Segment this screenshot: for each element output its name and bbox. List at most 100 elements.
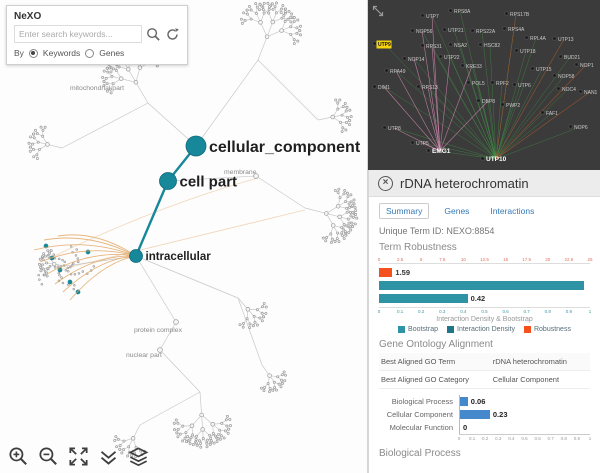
tree-node[interactable] [188, 438, 192, 442]
net-node-glyph-rps8a[interactable] [448, 8, 453, 13]
tree-node[interactable] [130, 454, 134, 458]
net-node-label-pwp2[interactable]: PWP2 [506, 103, 520, 109]
tree-node[interactable] [330, 223, 336, 228]
tree-node[interactable] [280, 373, 284, 377]
tree-node[interactable] [76, 257, 80, 260]
tree-node[interactable] [254, 2, 258, 6]
tree-node[interactable] [338, 196, 342, 200]
tree-node[interactable] [282, 13, 286, 17]
tree-node[interactable] [355, 216, 359, 220]
tree-node[interactable] [58, 274, 61, 277]
tree-node[interactable] [42, 252, 46, 256]
tree-main-node-cellular-component[interactable] [185, 135, 207, 157]
tree-node[interactable] [346, 191, 349, 195]
tree-node[interactable] [262, 1, 266, 5]
net-node-glyph-noc4[interactable] [556, 86, 561, 91]
tree-node[interactable] [36, 140, 40, 144]
net-node-label-utp8[interactable]: UTP8 [388, 126, 401, 132]
tree-node[interactable] [342, 222, 346, 226]
tree-node[interactable] [155, 64, 159, 68]
net-node-label-noc4[interactable]: NOC4 [562, 87, 576, 93]
tree-node[interactable] [275, 1, 278, 5]
tree-node[interactable] [41, 134, 45, 138]
net-node-glyph-nop14[interactable] [402, 56, 407, 61]
tree-node[interactable] [341, 105, 345, 109]
tree-node[interactable] [48, 251, 52, 255]
tree-node[interactable] [240, 21, 244, 25]
tree-node[interactable] [181, 424, 185, 428]
tree-node[interactable] [263, 385, 267, 389]
tree-node[interactable] [349, 115, 353, 119]
tree-node[interactable] [245, 317, 249, 321]
tree-node[interactable] [173, 428, 176, 432]
tree-node[interactable] [183, 436, 187, 440]
net-node-glyph-emg1[interactable] [426, 148, 431, 153]
tree-node[interactable] [63, 260, 67, 264]
tree-node[interactable] [28, 145, 32, 149]
net-node-label-rps4a[interactable]: RPS4A [508, 27, 525, 33]
net-node-label-rps17b[interactable]: RPS17B [510, 12, 530, 18]
tree-node[interactable] [229, 424, 232, 428]
net-node-label-bud21[interactable]: BUD21 [564, 55, 580, 61]
tree-node[interactable] [118, 444, 122, 448]
tree-node[interactable] [245, 12, 249, 16]
tree-node[interactable] [274, 11, 278, 15]
tree-node[interactable] [348, 225, 352, 229]
tree-node[interactable] [122, 439, 126, 443]
tree-node[interactable] [126, 454, 130, 458]
tree-node[interactable] [205, 445, 209, 449]
reset-icon[interactable] [165, 27, 180, 42]
tree-node[interactable] [295, 26, 299, 30]
tree-node[interactable] [130, 436, 136, 441]
tree-node[interactable] [255, 5, 259, 9]
tree-node[interactable] [266, 382, 270, 386]
tree-node[interactable] [324, 211, 329, 216]
tree-node[interactable] [337, 187, 341, 191]
tree-node[interactable] [276, 375, 280, 379]
net-node-glyph-utp13[interactable] [552, 36, 557, 41]
tree-node[interactable] [81, 270, 85, 273]
tree-node[interactable] [345, 210, 349, 214]
tree-node[interactable] [40, 283, 44, 286]
net-node-glyph-pwp2[interactable] [500, 102, 505, 107]
net-node-label-nan1[interactable]: NAN1 [584, 90, 598, 96]
net-node-label-utp22[interactable]: UTP22 [444, 55, 460, 61]
tree-node[interactable] [330, 241, 333, 244]
tree-node[interactable] [48, 265, 52, 268]
tree-node[interactable] [299, 24, 302, 28]
tree-node[interactable] [261, 8, 265, 12]
tree-node[interactable] [73, 283, 76, 287]
tree-node[interactable] [336, 101, 340, 105]
tree-node[interactable] [256, 323, 259, 327]
net-node-label-nop1[interactable]: NOP1 [580, 63, 594, 69]
tree-node[interactable] [337, 240, 341, 243]
tree-node[interactable] [32, 147, 35, 151]
tree-node[interactable] [28, 149, 32, 153]
tree-node[interactable] [137, 65, 143, 70]
tree-node[interactable] [353, 206, 357, 209]
tree-node[interactable] [212, 441, 216, 445]
zoom-out-icon[interactable] [38, 446, 59, 467]
net-node-label-hsc82[interactable]: HSC82 [484, 43, 500, 49]
tree-node[interactable] [174, 418, 178, 422]
tree-node[interactable] [75, 289, 81, 295]
search-input[interactable] [14, 25, 142, 43]
tree-term-label-nuclear-part[interactable]: nuclear part [126, 352, 162, 359]
tree-node[interactable] [199, 412, 204, 418]
tree-node[interactable] [295, 31, 299, 35]
net-node-label-utp7[interactable]: UTP7 [426, 14, 439, 20]
tree-node[interactable] [258, 20, 263, 25]
tree-node[interactable] [220, 421, 224, 425]
tree-node[interactable] [343, 230, 347, 234]
tree-node[interactable] [245, 307, 251, 312]
tree-node[interactable] [271, 388, 275, 392]
tree-node[interactable] [77, 272, 81, 275]
net-node-glyph-bud21[interactable] [558, 54, 563, 59]
net-node-glyph-nsa2[interactable] [448, 42, 453, 47]
tree-node[interactable] [292, 38, 296, 42]
tree-node[interactable] [342, 192, 346, 196]
tree-node[interactable] [350, 221, 354, 225]
net-node-glyph-utp8[interactable] [382, 125, 387, 130]
tree-node[interactable] [49, 249, 53, 253]
